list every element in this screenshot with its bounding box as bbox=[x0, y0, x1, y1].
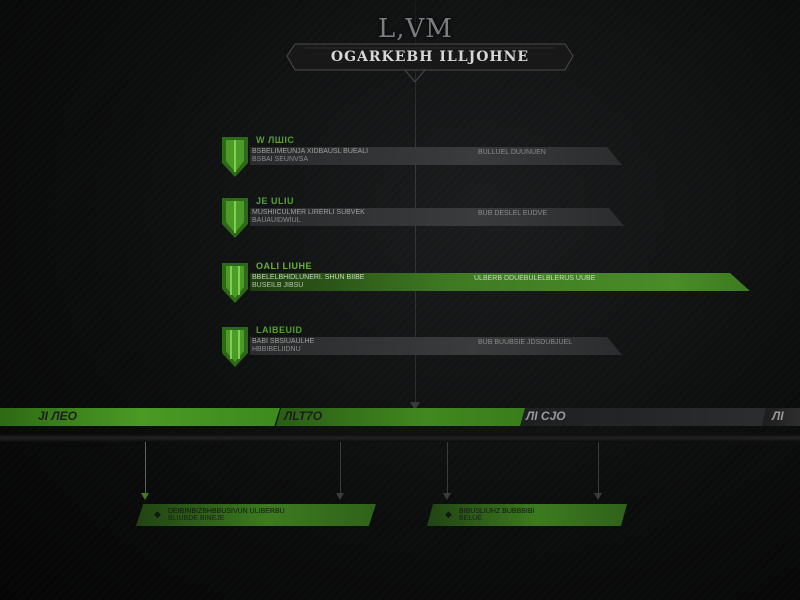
milestone-card[interactable]: ◆ BIBUSLIUHZ BUBBBIBI BELUE bbox=[427, 504, 627, 526]
event-meta: BUB BUUBSIE JDSDUBJUEL bbox=[478, 339, 573, 346]
connector-line bbox=[598, 442, 599, 494]
event-row[interactable]: LAIBEUID BABI SBSIUAULHE HBBIBELIIDNU BU… bbox=[222, 325, 622, 367]
milestone-subtext: BELUE bbox=[459, 515, 482, 522]
event-heading: OALI LIUHE bbox=[256, 261, 312, 271]
event-row[interactable]: JE ULIU MUSHIICULMER LIRERLI SUBVEK BAUA… bbox=[222, 196, 624, 238]
timeline-rail bbox=[0, 434, 800, 442]
timeline-label: ЛI CJO bbox=[526, 409, 566, 423]
timeline-segment[interactable] bbox=[276, 408, 526, 426]
event-detail: BSBELIMEUNJA XIDBAUSL BUEALI bbox=[252, 148, 369, 155]
connector-line bbox=[145, 442, 146, 494]
timeline-segment[interactable] bbox=[762, 408, 800, 426]
event-meta: ULBERB DDUEBULELBLERUS UUBE bbox=[474, 275, 596, 282]
milestone-subtext: BLIUBDE BINEJE bbox=[168, 515, 225, 522]
event-detail: MUSHIICULMER LIRERLI SUBVEK bbox=[252, 209, 365, 216]
event-bar bbox=[250, 208, 624, 226]
event-meta: BULLUEL DUUNUEN bbox=[478, 149, 546, 156]
central-connector-line bbox=[415, 0, 416, 410]
event-heading: JE ULIU bbox=[256, 196, 295, 206]
central-connector-arrow bbox=[410, 402, 420, 410]
pin-icon: ◆ bbox=[445, 509, 452, 519]
event-bar bbox=[250, 273, 750, 291]
event-row-active[interactable]: OALI LIUHE BBELELBHIDLUNERI. SHUN BIIBE … bbox=[222, 261, 752, 303]
connector-arrow bbox=[594, 493, 602, 500]
event-bar bbox=[250, 147, 622, 165]
logo: L,VM bbox=[378, 14, 453, 44]
milestone-card[interactable]: ◆ DEIBINBIZBHBBUSIVUN ULIBERBU BLIUBDE B… bbox=[136, 504, 376, 526]
milestone-text: DEIBINBIZBHBBUSIVUN ULIBERBU bbox=[168, 508, 285, 515]
title-banner: OGARKEBH ILLJOHNE bbox=[285, 42, 575, 82]
connector-line bbox=[447, 442, 448, 494]
shield-icon bbox=[222, 198, 248, 238]
event-heading: W ЛШIC bbox=[256, 135, 295, 145]
event-detail-secondary: BAUAUIDWIUL bbox=[252, 217, 301, 224]
timeline-label: JI ЛЕO bbox=[38, 409, 77, 423]
event-row[interactable]: W ЛШIC BSBELIMEUNJA XIDBAUSL BUEALI BSBA… bbox=[222, 135, 622, 177]
pin-icon: ◆ bbox=[154, 509, 161, 519]
connector-arrow bbox=[336, 493, 344, 500]
shield-icon bbox=[222, 327, 248, 367]
event-detail: BABI SBSIUAULHE bbox=[252, 338, 315, 345]
timeline-bar: JI ЛЕO ЛLT7O ЛI CJO ЛI bbox=[0, 406, 800, 428]
connector-line bbox=[340, 442, 341, 494]
connector-arrow bbox=[141, 493, 149, 500]
shield-icon bbox=[222, 263, 248, 303]
event-detail: BBELELBHIDLUNERI. SHUN BIIBE bbox=[252, 274, 365, 281]
event-detail-secondary: BSBAI SEUNVSA bbox=[252, 156, 309, 163]
timeline-segment[interactable] bbox=[0, 408, 280, 426]
timeline-label: ЛLT7O bbox=[284, 409, 323, 423]
event-heading: LAIBEUID bbox=[256, 325, 303, 335]
event-detail-secondary: BUSEILB JIBSU bbox=[252, 282, 304, 289]
timeline-segment[interactable] bbox=[520, 408, 770, 426]
banner-frame bbox=[286, 43, 574, 82]
milestone-text: BIBUSLIUHZ BUBBBIBI bbox=[459, 508, 535, 515]
page-title: OGARKEBH ILLJOHNE bbox=[330, 49, 530, 65]
connector-arrow bbox=[443, 493, 451, 500]
event-bar bbox=[250, 337, 622, 355]
event-detail-secondary: HBBIBELIIDNU bbox=[252, 346, 301, 353]
shield-icon bbox=[222, 137, 248, 177]
timeline-label: ЛI bbox=[772, 409, 784, 423]
event-meta: BUB DESLEL EUDVE bbox=[478, 210, 547, 217]
